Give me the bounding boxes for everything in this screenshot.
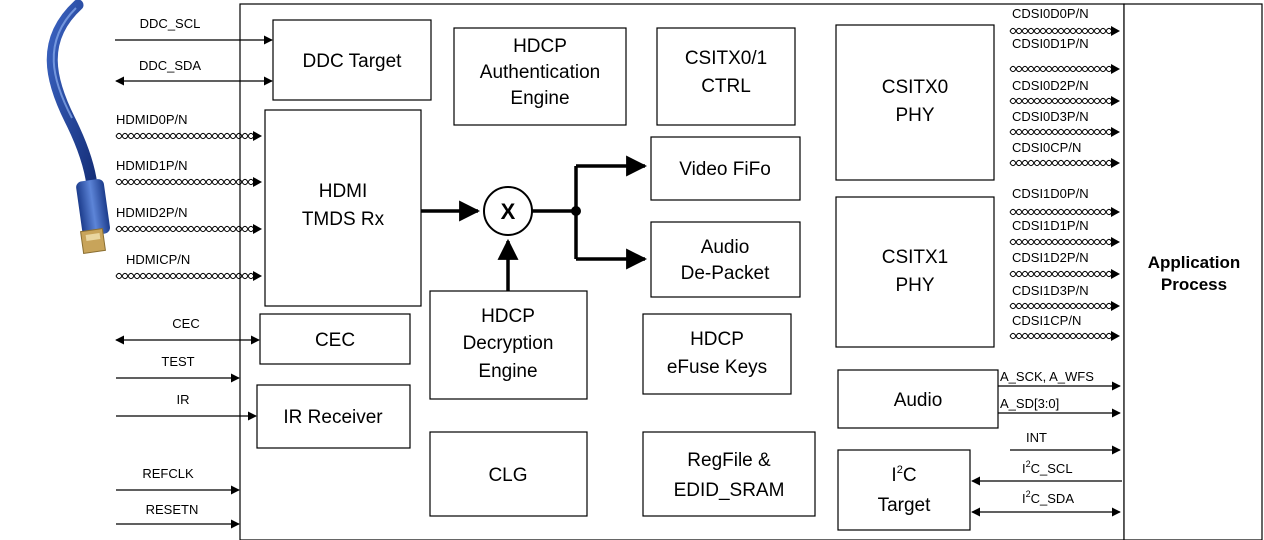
hdmi-rx-label-1: HDMI — [319, 181, 368, 202]
hdcp-auth-label-3: Engine — [510, 88, 569, 109]
a-sck-label: A_SCK, A_WFS — [1000, 369, 1094, 384]
branch-junction — [571, 206, 581, 216]
hdcp-decrypt-label-1: HDCP — [481, 306, 535, 327]
csitx0-phy-label-2: PHY — [895, 105, 934, 126]
regfile-label-1: RegFile & — [687, 450, 771, 471]
audio-block — [837, 369, 999, 429]
right-signals: CDSI0D0P/N CDSI0D1P/N CDSI0D2P/N CDSI0D3… — [971, 6, 1122, 517]
hdmid2-diff-wire — [115, 224, 262, 234]
video-fifo-block — [650, 136, 801, 201]
cdsi0d2-diff-wire — [1009, 96, 1120, 106]
hdmid2-label: HDMID2P/N — [116, 205, 188, 220]
left-signals: DDC_SCL DDC_SDA HDMID0P/N HDMID1P/N HDMI… — [115, 16, 273, 529]
hdmid1-label: HDMID1P/N — [116, 158, 188, 173]
cec-signal-label: CEC — [172, 316, 199, 331]
mux-label: X — [501, 199, 516, 224]
cec-block — [259, 313, 411, 365]
csitx1-phy-block — [835, 196, 995, 348]
cdsi1cp-diff-wire — [1009, 331, 1120, 341]
cdsi0d3-label: CDSI0D3P/N — [1012, 109, 1089, 124]
cdsi0d1-label: CDSI0D1P/N — [1012, 36, 1089, 51]
application-label-2: Process — [1161, 275, 1227, 294]
ir-label: IR — [177, 392, 190, 407]
i2c-sda-label: I2C_SDA — [1022, 489, 1074, 506]
ir-receiver-label: IR Receiver — [283, 407, 383, 428]
hdcp-auth-label-2: Authentication — [480, 62, 600, 83]
clg-block — [429, 431, 588, 517]
hdcp-efuse-block — [642, 313, 792, 395]
i2c-target-label-1: I2C — [891, 464, 916, 486]
hdmi-rx-label-2: TMDS Rx — [302, 209, 385, 230]
hdcp-decrypt-label-3: Engine — [478, 361, 537, 382]
hdcp-efuse-label-1: HDCP — [690, 329, 744, 350]
cdsi0d1-diff-wire — [1009, 64, 1120, 74]
audio-block-label: Audio — [894, 390, 943, 411]
csitx1-phy-label-2: PHY — [895, 275, 934, 296]
application-label-1: Application — [1148, 253, 1241, 272]
hdmid0-diff-wire — [115, 131, 262, 141]
cdsi1cp-label: CDSI1CP/N — [1012, 313, 1081, 328]
ddc-target-label: DDC Target — [303, 51, 403, 72]
i2c-target-label-2: Target — [878, 495, 932, 516]
video-fifo-label: Video FiFo — [679, 159, 771, 180]
cdsi1d0-label: CDSI1D0P/N — [1012, 186, 1089, 201]
regfile-block — [642, 431, 816, 517]
cdsi0d0-diff-wire — [1009, 26, 1120, 36]
clg-label: CLG — [488, 465, 527, 486]
cdsi1d3-label: CDSI1D3P/N — [1012, 283, 1089, 298]
cec-block-label: CEC — [315, 330, 355, 351]
application-process-block — [1123, 3, 1263, 540]
hdmicp-label: HDMICP/N — [126, 252, 190, 267]
hdmi-rx-block — [264, 109, 422, 307]
resetn-label: RESETN — [146, 502, 199, 517]
csitx-ctrl-block — [656, 27, 796, 126]
ddc-sda-label: DDC_SDA — [139, 58, 201, 73]
ddc-target-block — [272, 19, 432, 101]
refclk-label: REFCLK — [142, 466, 194, 481]
csitx-ctrl-label-2: CTRL — [701, 76, 751, 97]
csitx0-phy-block — [835, 24, 995, 181]
cdsi1d1-diff-wire — [1009, 237, 1120, 247]
hdcp-auth-label-1: HDCP — [513, 36, 567, 57]
csitx0-phy-label-1: CSITX0 — [882, 77, 949, 98]
cdsi1d2-diff-wire — [1009, 269, 1120, 279]
cdsi1d0-diff-wire — [1009, 207, 1120, 217]
cdsi0d3-diff-wire — [1009, 127, 1120, 137]
hdcp-decrypt-block — [429, 290, 588, 400]
i2c-scl-label: I2C_SCL — [1022, 459, 1073, 476]
test-label: TEST — [161, 354, 194, 369]
hdmicp-diff-wire — [115, 271, 262, 281]
ddc-scl-label: DDC_SCL — [140, 16, 201, 31]
cdsi1d3-diff-wire — [1009, 301, 1120, 311]
audio-depacket-label-1: Audio — [701, 237, 750, 258]
audio-depacket-label-2: De-Packet — [681, 263, 770, 284]
hdmid1-diff-wire — [115, 177, 262, 187]
hdcp-auth-block — [453, 27, 627, 126]
cdsi0d0-label: CDSI0D0P/N — [1012, 6, 1089, 21]
cdsi1d2-label: CDSI1D2P/N — [1012, 250, 1089, 265]
hdmi-cable-image — [46, 0, 110, 254]
audio-depacket-block — [650, 221, 801, 298]
regfile-label-2: EDID_SRAM — [674, 480, 785, 501]
ir-receiver-block — [256, 384, 411, 449]
csitx-ctrl-label-1: CSITX0/1 — [685, 48, 767, 69]
i2c-target-block — [837, 449, 971, 531]
int-label: INT — [1026, 430, 1047, 445]
cdsi0cp-diff-wire — [1009, 158, 1120, 168]
hdcp-efuse-label-2: eFuse Keys — [667, 357, 767, 378]
hdmid0-label: HDMID0P/N — [116, 112, 188, 127]
cdsi1d1-label: CDSI1D1P/N — [1012, 218, 1089, 233]
cdsi0cp-label: CDSI0CP/N — [1012, 140, 1081, 155]
cdsi0d2-label: CDSI0D2P/N — [1012, 78, 1089, 93]
hdcp-decrypt-label-2: Decryption — [463, 333, 554, 354]
csitx1-phy-label-1: CSITX1 — [882, 247, 949, 268]
a-sd-label: A_SD[3:0] — [1000, 396, 1059, 411]
